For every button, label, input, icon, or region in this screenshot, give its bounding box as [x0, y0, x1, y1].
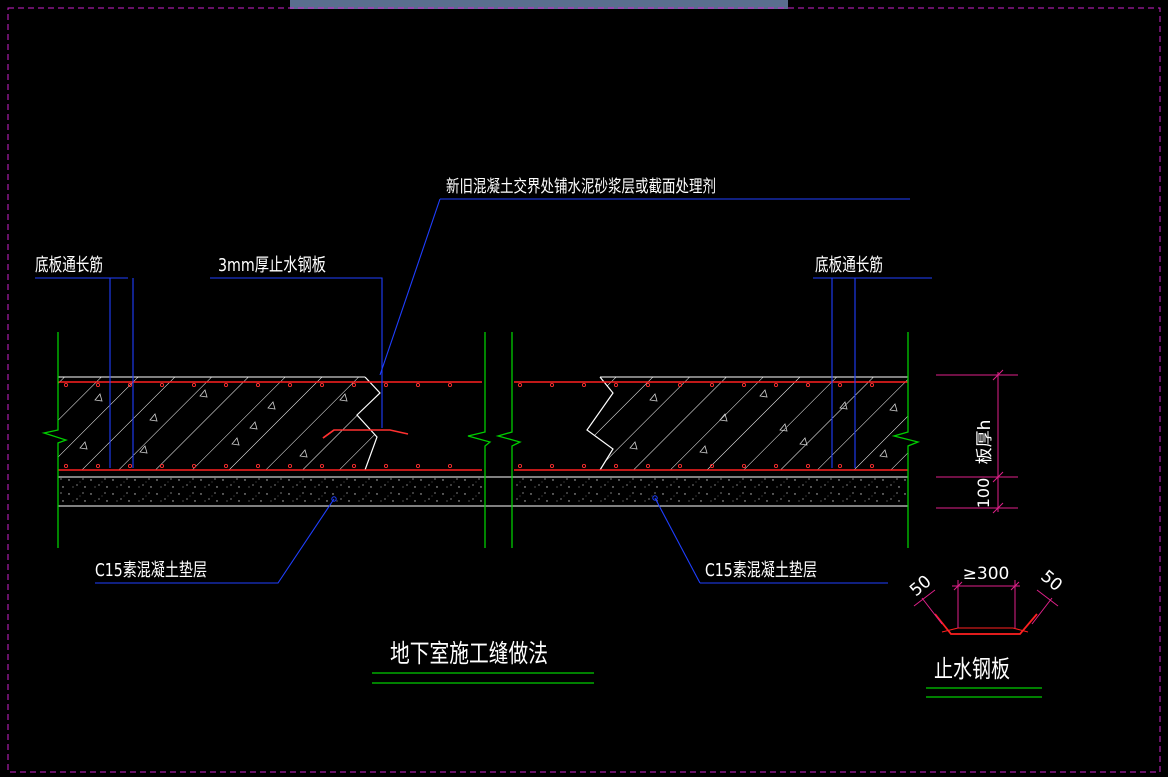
rebar-dot [383, 382, 389, 388]
rebar-dot [319, 382, 325, 388]
aggregate-mark [139, 445, 148, 454]
rebar-dot [351, 463, 357, 469]
aggregate-mark [231, 437, 240, 446]
rebar-dot [63, 382, 69, 388]
rebar-dot [549, 382, 555, 388]
rebar-dot [805, 463, 811, 469]
aggregate-mark [299, 449, 308, 458]
rebar-lines [58, 381, 908, 471]
drawing-frame [7, 7, 1161, 773]
rebar-dot [415, 382, 421, 388]
rebar-dot [773, 382, 779, 388]
aggregate-mark [779, 423, 788, 432]
rebar-dot [383, 463, 389, 469]
aggregate-mark [799, 437, 808, 446]
rebar-dot [613, 382, 619, 388]
slab-thickness-label: 板厚h [975, 420, 995, 465]
aggregate-mark [249, 421, 258, 430]
aggregate-mark [149, 413, 158, 422]
aggregate-mark [339, 393, 348, 402]
rebar-dot [869, 463, 875, 469]
rebar-dot [805, 382, 811, 388]
rebar-dot [741, 463, 747, 469]
rebar-dot [223, 463, 229, 469]
rebar-dot [447, 463, 453, 469]
cushion-thickness-label: 100 [974, 478, 993, 509]
rebar-dot [869, 382, 875, 388]
rebar-dot [837, 382, 843, 388]
main-title: 地下室施工缝做法 [390, 639, 548, 668]
aggregate-mark [699, 445, 708, 454]
rebar-dot [127, 463, 133, 469]
aggregate-mark [719, 413, 728, 422]
rebar-dot [645, 382, 651, 388]
aggregate-mark [79, 441, 88, 450]
rebar-dot [95, 463, 101, 469]
left-cushion-label: C15素混凝土垫层 [95, 560, 207, 581]
rebar-dot [287, 382, 293, 388]
right-cushion-label: C15素混凝土垫层 [705, 560, 817, 581]
rebar-dot [447, 382, 453, 388]
rebar-dot [709, 382, 715, 388]
plate-left-flange-label: 50 [906, 572, 935, 601]
interface-note-label: 新旧混凝土交界处铺水泥砂浆层或截面处理剂 [446, 177, 716, 197]
rebar-dot [677, 463, 683, 469]
rebar-dot [613, 463, 619, 469]
rebar-dot [319, 463, 325, 469]
aggregate-mark [839, 401, 848, 410]
break-lines [41, 332, 921, 548]
rebar-dot [351, 382, 357, 388]
rebar-dot [741, 382, 747, 388]
slab-dimension [936, 369, 1018, 514]
aggregate-marks [79, 389, 898, 458]
rebar-dot [191, 382, 197, 388]
aggregate-mark [267, 401, 276, 410]
rebar-dot [645, 463, 651, 469]
aggregate-mark [889, 403, 898, 412]
plate-right-flange-label: 50 [1036, 567, 1065, 596]
rebar-dot [581, 382, 587, 388]
waterstop-plate-label: 3mm厚止水钢板 [218, 255, 326, 276]
rebar-dot [287, 463, 293, 469]
rebar-dot [773, 463, 779, 469]
left-rebar-label: 底板通长筋 [35, 255, 103, 276]
rebar-dot [709, 463, 715, 469]
viewport-top-bar [290, 0, 788, 9]
aggregate-mark [759, 389, 768, 398]
aggregate-mark [879, 449, 888, 458]
rebar-dot [255, 463, 261, 469]
waterstop-detail-drawing [913, 580, 1059, 635]
rebar-dot [517, 382, 523, 388]
plate-width-label: ≥300 [963, 564, 1010, 584]
left-slab [58, 376, 381, 471]
rebar-dot [159, 382, 165, 388]
aggregate-mark [94, 393, 103, 402]
rebar-dot [95, 382, 101, 388]
aggregate-mark [649, 393, 658, 402]
rebar-dot [837, 463, 843, 469]
leader-lines [35, 198, 932, 584]
rebar-dots [63, 382, 875, 469]
rebar-dot [549, 463, 555, 469]
detail-title: 止水钢板 [934, 655, 1010, 683]
aggregate-mark [199, 389, 208, 398]
rebar-dot [677, 382, 683, 388]
rebar-dot [63, 463, 69, 469]
rebar-dot [581, 463, 587, 469]
rebar-dot [415, 463, 421, 469]
rebar-dot [255, 382, 261, 388]
rebar-dot [127, 382, 133, 388]
rebar-dot [191, 463, 197, 469]
rebar-dot [223, 382, 229, 388]
right-rebar-label: 底板通长筋 [815, 255, 883, 276]
right-slab [586, 376, 908, 471]
rebar-dot [517, 463, 523, 469]
aggregate-mark [629, 441, 638, 450]
rebar-dot [159, 463, 165, 469]
